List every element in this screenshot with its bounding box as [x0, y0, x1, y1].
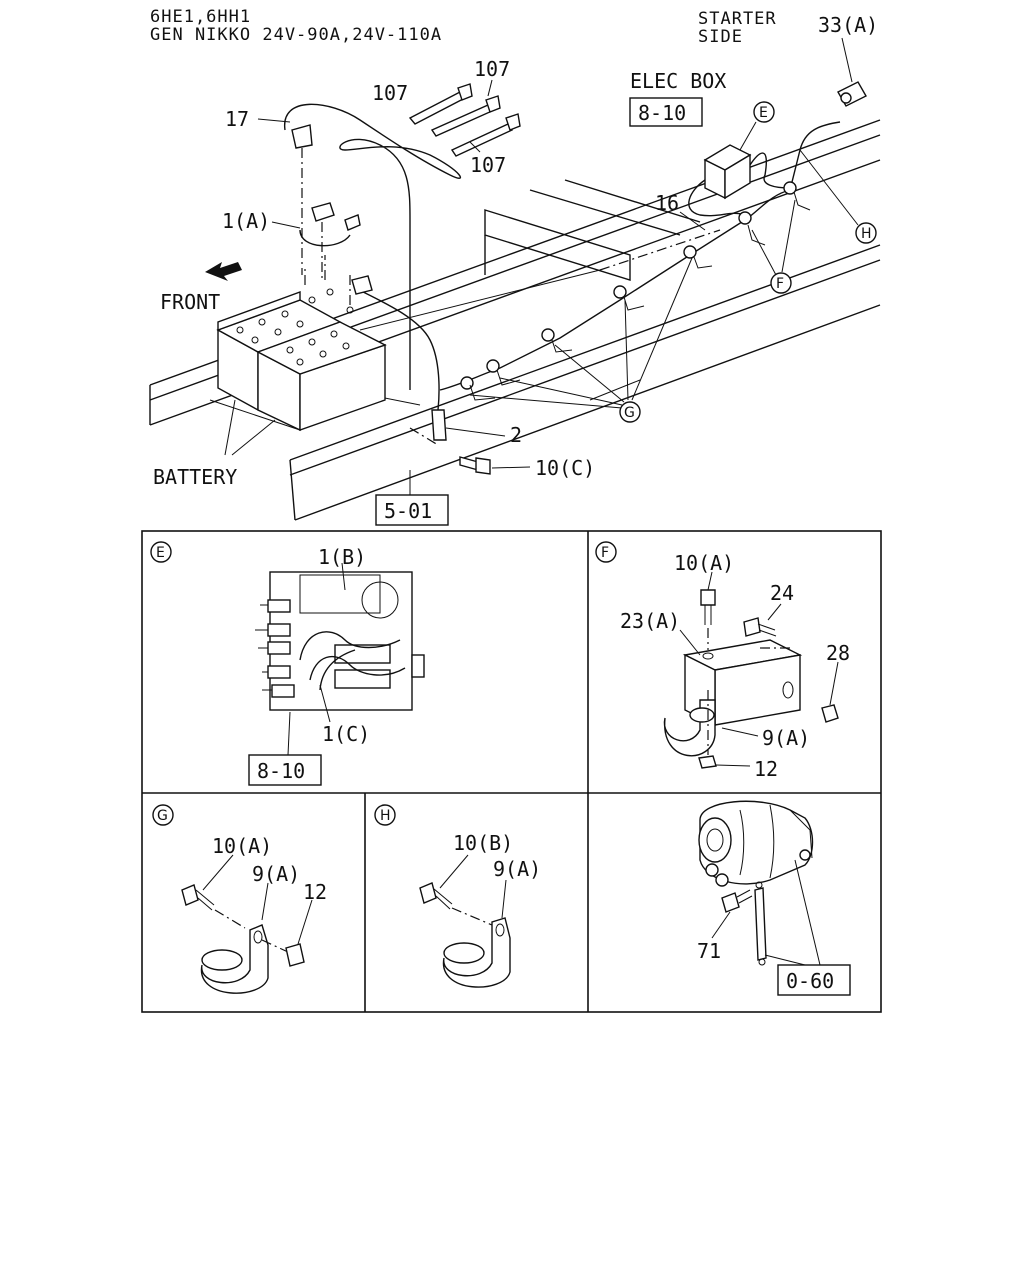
ref-box-8-10-main [629, 97, 703, 127]
callout-h-9a: 9(A) [493, 857, 541, 881]
callout-10c: 10(C) [535, 456, 595, 480]
ref-5-01: 5-01 [384, 499, 432, 523]
callout-33a: 33(A) [818, 13, 878, 37]
panel-e: E [150, 541, 425, 756]
callout-f-9a: 9(A) [762, 726, 810, 750]
starter-side-label-1: STARTER [698, 9, 777, 29]
starter-side-label-2: SIDE [698, 27, 743, 47]
ref-box-8-10-panel [248, 754, 322, 786]
ref-8-10-panel: 8-10 [257, 759, 305, 783]
panel-h: H [374, 804, 511, 988]
callout-107-left: 107 [372, 81, 408, 105]
ref-box-5-01 [375, 494, 449, 526]
ref-8-10-main: 8-10 [638, 101, 686, 125]
callout-107-top: 107 [474, 57, 510, 81]
callout-g-9a: 9(A) [252, 862, 300, 886]
callout-71: 71 [697, 939, 721, 963]
svg-text:E: E [759, 105, 768, 121]
harness-cable-16 [439, 121, 841, 391]
callout-107-bottom: 107 [470, 153, 506, 177]
bolt-10c-icon [459, 456, 491, 475]
harness-clips [460, 181, 811, 401]
detail-panel-grid [141, 530, 882, 1013]
callout-g-10a: 10(A) [212, 834, 272, 858]
panel-g: G [152, 804, 313, 994]
callout-f-23a: 23(A) [620, 609, 680, 633]
callout-1a: 1(A) [222, 209, 270, 233]
cable-ties-107 [408, 83, 521, 157]
ground-cable-2 [351, 275, 447, 446]
callout-f-12: 12 [754, 757, 778, 781]
svg-text:H: H [861, 226, 872, 242]
callout-f-10a: 10(A) [674, 551, 734, 575]
marker-f-main: F [770, 272, 792, 294]
callout-2: 2 [510, 423, 522, 447]
callout-f-24: 24 [770, 581, 794, 605]
engine-model-text: 6HE1,6HH1 [150, 7, 251, 27]
marker-g-main: G [619, 401, 641, 423]
marker-h-main: H [855, 222, 877, 244]
terminal-33a-icon [837, 81, 867, 107]
panel-e-marker: E [156, 545, 165, 561]
panel-f-marker: F [601, 545, 609, 561]
generator-spec-text: GEN NIKKO 24V-90A,24V-110A [150, 25, 442, 45]
callout-16: 16 [655, 191, 679, 215]
elec-box-icon [703, 144, 752, 200]
panel-starter [698, 800, 821, 966]
panel-f: F [595, 541, 839, 769]
svg-text:F: F [776, 276, 784, 292]
elec-box-label: ELEC BOX [630, 69, 726, 93]
battery-cable-17 [284, 103, 462, 390]
callout-17: 17 [225, 107, 249, 131]
callout-f-28: 28 [826, 641, 850, 665]
battery-link-cable-1a [299, 202, 361, 280]
marker-e-main: E [753, 101, 775, 123]
battery-group: BATTERY [153, 255, 387, 489]
callout-1c: 1(C) [322, 722, 370, 746]
callout-h-10b: 10(B) [453, 831, 513, 855]
ref-box-0-60 [777, 964, 851, 996]
callout-1b: 1(B) [318, 545, 366, 569]
callout-g-12: 12 [303, 880, 327, 904]
battery-label: BATTERY [153, 465, 237, 489]
ref-0-60: 0-60 [786, 969, 834, 993]
panel-g-marker: G [157, 808, 168, 824]
panel-h-marker: H [380, 808, 391, 824]
front-label: FRONT [160, 290, 220, 314]
svg-text:G: G [624, 405, 635, 421]
front-arrow-icon [205, 262, 242, 281]
